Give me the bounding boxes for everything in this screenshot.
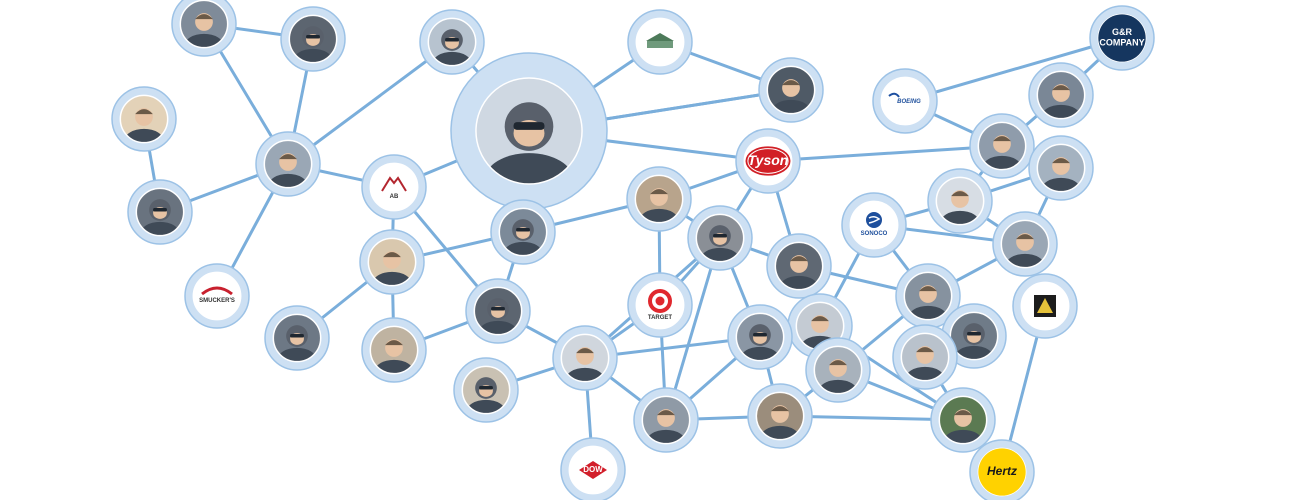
network-node-p22[interactable]: [727, 304, 793, 371]
pilot-portrait-icon: [498, 207, 548, 257]
network-node-p7[interactable]: [255, 131, 321, 198]
pilot-portrait-icon: [813, 345, 863, 395]
network-node-p6[interactable]: [111, 86, 177, 153]
network-node-p4[interactable]: [758, 57, 824, 124]
pilot-portrait-icon: [135, 187, 185, 237]
boeing-logo-icon: BOEING: [880, 76, 930, 126]
connection-line: [903, 36, 1124, 103]
logo-label: Tyson: [748, 152, 789, 168]
network-node-p16[interactable]: [359, 229, 425, 296]
anheuser-busch-logo-icon: AB: [369, 162, 419, 212]
pilot-portrait-icon: [179, 0, 229, 49]
network-node-p27[interactable]: [805, 337, 871, 404]
network-node-l_ab[interactable]: AB: [361, 154, 427, 220]
pilot-portrait-icon: [288, 14, 338, 64]
logo-label: DOW: [583, 465, 603, 474]
tyson-logo-icon: Tyson: [743, 136, 793, 186]
network-node-p13[interactable]: [490, 199, 556, 266]
network-node-p11[interactable]: [626, 166, 692, 233]
pilot-portrait-icon: [367, 237, 417, 287]
pilot-portrait-icon: [369, 325, 419, 375]
hertz-logo-icon: Hertz: [977, 447, 1027, 497]
target-logo-icon: TARGET: [635, 280, 685, 330]
network-node-p14[interactable]: [687, 205, 753, 272]
pilot-portrait-icon: [935, 176, 985, 226]
network-node-p21[interactable]: [264, 305, 330, 372]
pilot-portrait-icon: [272, 313, 322, 363]
network-node-l_arrow[interactable]: [1012, 273, 1078, 339]
logo-label: Hertz: [987, 464, 1017, 478]
pilot-portrait-icon: [938, 395, 988, 445]
pilot-portrait-icon: [949, 311, 999, 361]
network-node-l_target[interactable]: TARGET: [627, 272, 693, 338]
network-node-p2[interactable]: [280, 6, 346, 73]
pilot-portrait-icon: [903, 271, 953, 321]
network-node-p29[interactable]: [633, 387, 699, 454]
pilot-portrait-icon: [119, 94, 169, 144]
network-node-l_bldg[interactable]: [627, 9, 693, 75]
logo-label: TARGET: [648, 315, 673, 321]
network-node-p19[interactable]: [465, 278, 531, 345]
pilot-portrait-icon: [900, 332, 950, 382]
network-node-p15[interactable]: [992, 211, 1058, 278]
network-node-l_boeing[interactable]: BOEING: [872, 68, 938, 134]
network-node-p17[interactable]: [766, 233, 832, 300]
pilot-portrait-icon: [560, 333, 610, 383]
network-node-p10[interactable]: [127, 179, 193, 246]
pilot-portrait-icon: [735, 312, 785, 362]
network-node-p12[interactable]: [927, 168, 993, 235]
network-node-p24[interactable]: [361, 317, 427, 384]
pilot-portrait-icon: [461, 365, 511, 415]
pilot-portrait-icon: [766, 65, 816, 115]
connection-line: [766, 144, 1004, 163]
pilot-portrait-icon: [695, 213, 745, 263]
network-node-p3[interactable]: [419, 9, 485, 76]
network-node-l_sonoco[interactable]: SONOCO: [841, 192, 907, 258]
network-node-p30[interactable]: [747, 383, 813, 450]
network-node-p8[interactable]: [969, 113, 1035, 180]
logo-label: SMUCKER'S: [199, 298, 235, 304]
fighter-pilot-portrait-icon: [475, 77, 583, 185]
pilot-portrait-icon: [473, 286, 523, 336]
pilot-portrait-icon: [755, 391, 805, 441]
network-node-l_hertz[interactable]: Hertz: [969, 439, 1035, 500]
network-node-p25[interactable]: [552, 325, 618, 392]
triangle-logo-icon: [1020, 281, 1070, 331]
network-node-l_dow[interactable]: DOW: [560, 437, 626, 500]
pilot-portrait-icon: [1000, 219, 1050, 269]
pilot-portrait-icon: [977, 121, 1027, 171]
network-node-p18[interactable]: [895, 263, 961, 330]
network-node-p9[interactable]: [1028, 135, 1094, 202]
logo-label: AB: [390, 194, 399, 200]
network-node-p31[interactable]: [930, 387, 996, 454]
network-node-p5[interactable]: [1028, 62, 1094, 129]
sonoco-logo-icon: SONOCO: [849, 200, 899, 250]
network-node-hub[interactable]: [450, 52, 608, 210]
dow-logo-icon: DOW: [568, 445, 618, 495]
pilot-portrait-icon: [634, 174, 684, 224]
smuckers-logo-icon: SMUCKER'S: [192, 271, 242, 321]
network-node-p1[interactable]: [171, 0, 237, 58]
pilot-portrait-icon: [1036, 70, 1086, 120]
pilot-portrait-icon: [1036, 143, 1086, 193]
network-node-l_tyson[interactable]: Tyson: [735, 128, 801, 194]
network-node-p28[interactable]: [453, 357, 519, 424]
pilot-portrait-icon: [263, 139, 313, 189]
pilot-portrait-icon: [641, 395, 691, 445]
logo-label: BOEING: [897, 99, 921, 105]
logo-label: SONOCO: [861, 231, 888, 237]
pilot-portrait-icon: [427, 17, 477, 67]
building-logo-icon: [635, 17, 685, 67]
connection-line: [286, 40, 454, 166]
network-node-p26[interactable]: [892, 324, 958, 391]
pilot-portrait-icon: [774, 241, 824, 291]
network-node-l_smuckers[interactable]: SMUCKER'S: [184, 263, 250, 329]
